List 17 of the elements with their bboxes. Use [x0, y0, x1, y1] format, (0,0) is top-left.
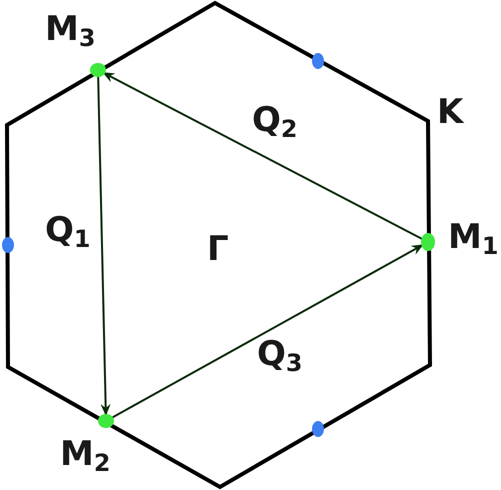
arrow [97, 76, 111, 416]
point-dot [98, 414, 114, 428]
point-dot [421, 233, 435, 251]
vertex-label: K [437, 95, 464, 129]
arrow [110, 244, 424, 419]
vertex-label: Γ [207, 232, 229, 266]
point-label: M$_{1}$ [448, 220, 498, 259]
point-label: M$_{2}$ [60, 437, 110, 476]
point-dot [312, 53, 324, 69]
point-label: M$_{3}$ [45, 12, 96, 51]
edge-label: Q$_{3}$ [257, 337, 302, 376]
edge-label: Q$_{1}$ [45, 213, 90, 252]
point-dot [90, 63, 106, 77]
arrow [102, 72, 424, 240]
point-dot [2, 237, 14, 253]
point-dot [312, 421, 324, 437]
edge-label: Q$_{2}$ [252, 103, 298, 142]
